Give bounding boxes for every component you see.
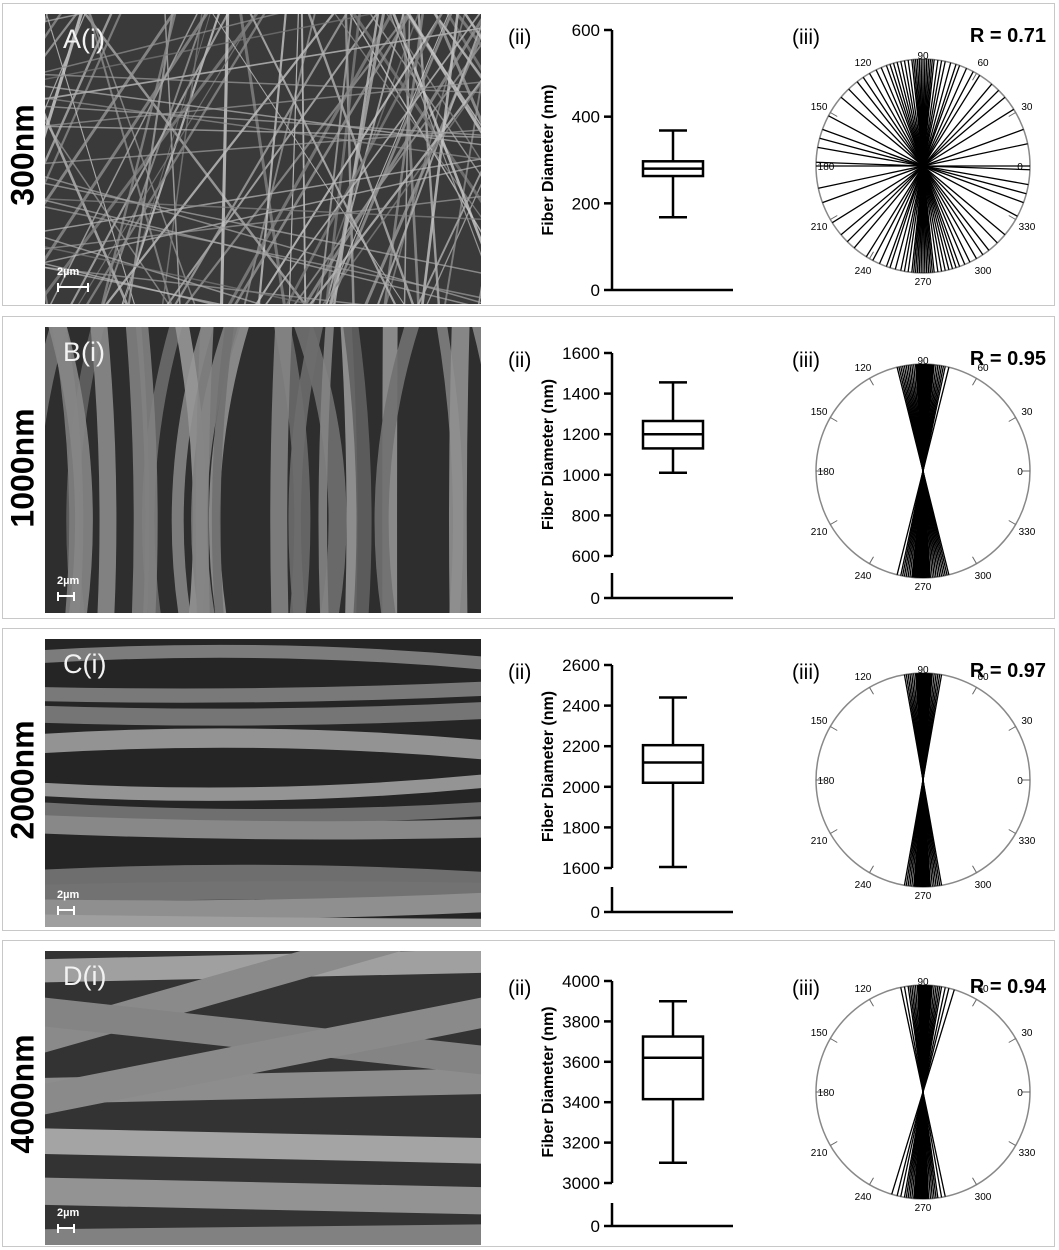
sem-micrograph — [45, 951, 481, 1245]
panel-label-sem: C(i) — [63, 649, 107, 679]
sem-image: C(i) 2µm — [45, 639, 481, 927]
row-label-text: 4000nm — [4, 1033, 41, 1154]
panel-label-sem: D(i) — [63, 961, 107, 991]
row-label: 4000nm — [3, 941, 43, 1246]
figure-row: 4000nm D(i) 2µm — [2, 940, 1055, 1247]
scale-bar-label: 2µm — [57, 575, 80, 587]
sem-micrograph — [45, 327, 481, 613]
figure-row: 2000nm C(i) 2µm — [2, 628, 1055, 931]
scale-bar — [57, 283, 89, 292]
row-label-text: 1000nm — [4, 407, 41, 528]
figure-row: 1000nm B(i) 2µm — [2, 316, 1055, 619]
sem-image: D(i) 2µm — [45, 951, 481, 1245]
row-label: 2000nm — [3, 629, 43, 930]
scale-bar-label: 2µm — [57, 889, 80, 901]
row-label: 1000nm — [3, 317, 43, 618]
scale-bar — [57, 1224, 75, 1233]
scale-bar-label: 2µm — [57, 1207, 80, 1219]
sem-image: A(i) 2µm — [45, 14, 481, 304]
panel-label-sem: B(i) — [63, 337, 105, 367]
sem-micrograph — [45, 639, 481, 927]
row-label: 300nm — [3, 4, 43, 305]
scale-bar — [57, 592, 75, 601]
scale-bar-label: 2µm — [57, 266, 80, 278]
scale-bar — [57, 906, 75, 915]
row-label-text: 2000nm — [4, 719, 41, 840]
panel-label-sem: A(i) — [63, 24, 105, 54]
sem-image: B(i) 2µm — [45, 327, 481, 613]
row-label-text: 300nm — [4, 103, 41, 206]
figure-row: 300nm A(i) 2µm — [2, 3, 1055, 306]
sem-micrograph — [45, 14, 481, 304]
